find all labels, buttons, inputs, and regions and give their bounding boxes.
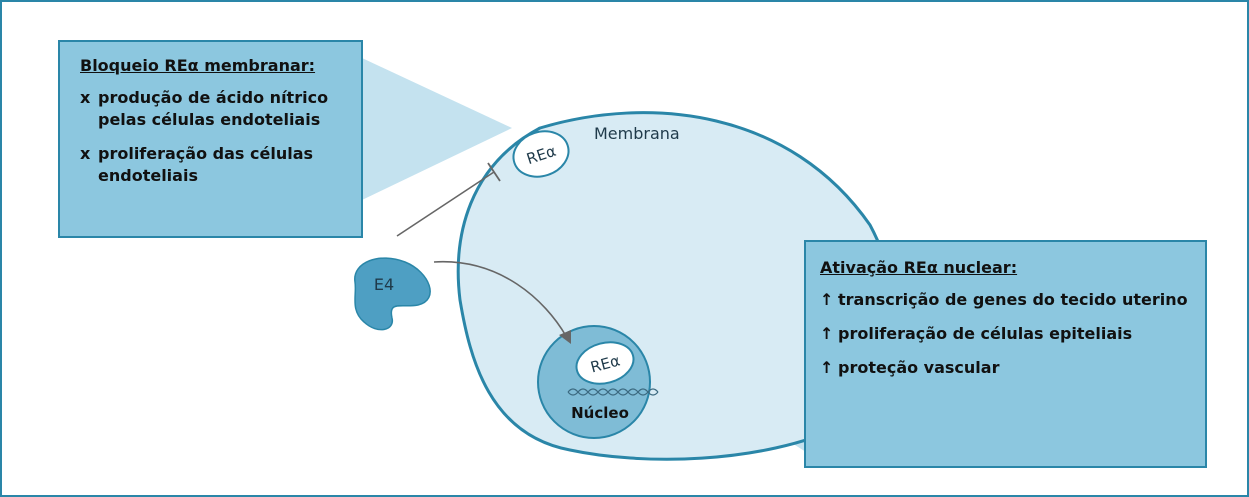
decrease-marker: x [80,144,91,163]
list-item: x produção de ácido nítrico pelas célula… [80,87,349,131]
increase-arrow-icon: ↑ [820,290,834,309]
list-item: ↑ proteção vascular [820,357,1193,379]
nucleus-label: Núcleo [571,404,629,422]
nuclear-activation-box: Ativação REα nuclear: ↑ transcrição de g… [804,240,1207,468]
ligand-e4-label: E4 [374,275,394,294]
membrane-block-heading: Bloqueio REα membranar: [80,56,316,75]
list-item: x proliferação das células endoteliais [80,143,349,187]
dna-strand-2 [567,388,659,396]
nuclear-receptor [575,341,635,385]
dna-strand [567,388,659,396]
inhibition-line [396,171,495,237]
list-item-text: proliferação de células epiteliais [838,324,1133,343]
decrease-marker: x [80,88,91,107]
list-item: ↑ transcrição de genes do tecido uterino [820,289,1193,311]
left-callout-beam [362,58,512,200]
membrane-block-box: Bloqueio REα membranar: x produção de ác… [58,40,363,238]
activation-arrow [433,261,567,337]
activation-arrowhead [559,330,571,344]
membrane-receptor [512,130,570,178]
inhibition-bar [487,162,501,182]
membrane-label: Membrana [594,124,680,143]
list-item-text: produção de ácido nítrico pelas células … [98,88,329,129]
list-item-text: transcrição de genes do tecido uterino [838,290,1188,309]
nuclear-activation-heading: Ativação REα nuclear: [820,258,1018,277]
increase-arrow-icon: ↑ [820,358,834,377]
list-item-text: proliferação das células endoteliais [98,144,314,185]
ligand-e4 [354,257,431,331]
list-item: ↑ proliferação de células epiteliais [820,323,1193,345]
increase-arrow-icon: ↑ [820,324,834,343]
list-item-text: proteção vascular [838,358,1000,377]
